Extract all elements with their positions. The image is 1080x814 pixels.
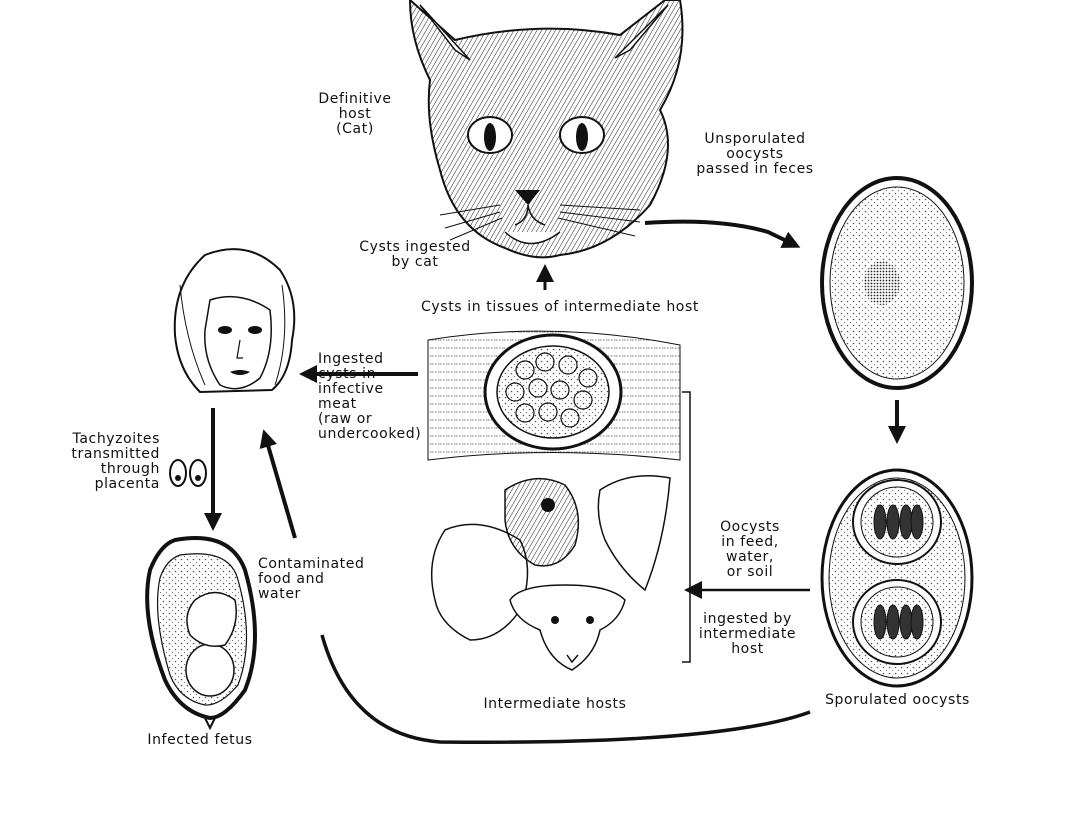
label-definitive-host: Definitive host (Cat) <box>318 91 392 137</box>
cat-illustration <box>408 0 684 259</box>
label-ingested-cysts-meat: Ingested cysts in infective meat (raw or… <box>318 351 422 442</box>
intermediate-hosts-illustration <box>430 475 671 671</box>
label-sporulated-oocysts: Sporulated oocysts <box>825 692 970 708</box>
fetus-illustration <box>145 536 257 731</box>
cycle-arrows <box>204 219 906 744</box>
tissue-cyst-illustration <box>427 330 681 461</box>
arrow-contaminated-to-woman <box>259 429 297 539</box>
unsporulated-oocyst-illustration <box>820 176 974 390</box>
label-intermediate-hosts: Intermediate hosts <box>483 696 627 712</box>
arrow-oocyst-to-woman-loop <box>320 634 811 744</box>
label-ingested-by-intermediate: ingested by intermediate host <box>698 611 797 657</box>
label-tachyzoites: Tachyzoites transmitted through placenta <box>71 431 160 492</box>
label-oocysts-in-feed: Oocysts in feed, water, or soil <box>720 519 780 580</box>
sporulated-oocyst-illustration <box>820 468 974 688</box>
bracket-intermediate <box>682 391 691 663</box>
label-infected-fetus: Infected fetus <box>147 732 253 748</box>
arrow-cat-to-oocyst <box>644 219 801 248</box>
label-cysts-ingested-by-cat: Cysts ingested by cat <box>359 239 471 270</box>
woman-illustration <box>173 248 296 394</box>
label-cysts-in-tissues: Cysts in tissues of intermediate host <box>421 299 699 315</box>
tachyzoites-illustration <box>169 459 207 487</box>
label-unsporulated-oocysts: Unsporulated oocysts passed in feces <box>696 131 814 177</box>
label-contaminated-food: Contaminated food and water <box>258 556 365 602</box>
